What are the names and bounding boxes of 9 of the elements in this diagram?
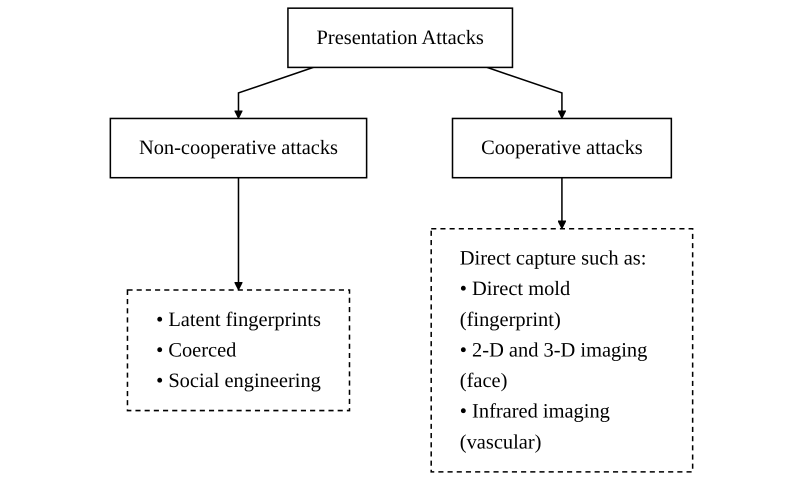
node-box: Non-cooperative attacks bbox=[110, 118, 368, 178]
node-box: • Latent fingerprints • Coerced • Social engineering bbox=[126, 289, 350, 412]
arrow bbox=[234, 178, 243, 290]
arrow bbox=[557, 178, 566, 230]
node-box: Presentation Attacks bbox=[287, 7, 514, 68]
arrow bbox=[486, 66, 566, 119]
node-box: Direct capture such as: • Direct mold (fingerprint) • 2-D and 3-D imaging (face) • Infrared imaging (vascular) bbox=[430, 228, 694, 473]
node-box: Cooperative attacks bbox=[452, 118, 672, 178]
arrow bbox=[234, 66, 314, 119]
